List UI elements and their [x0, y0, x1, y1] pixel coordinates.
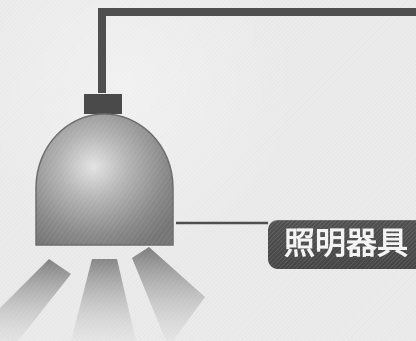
lamp-cap [84, 94, 122, 114]
light-beam-center-texture [71, 259, 136, 341]
light-beam-left-texture [0, 259, 71, 341]
lamp-shade-texture [36, 114, 173, 245]
fixture-label-text: 照明器具 [284, 226, 408, 262]
light-beam-right-texture [132, 247, 205, 341]
hanging-cable [98, 8, 416, 93]
fixture-label-badge: 照明器具 [268, 220, 416, 269]
